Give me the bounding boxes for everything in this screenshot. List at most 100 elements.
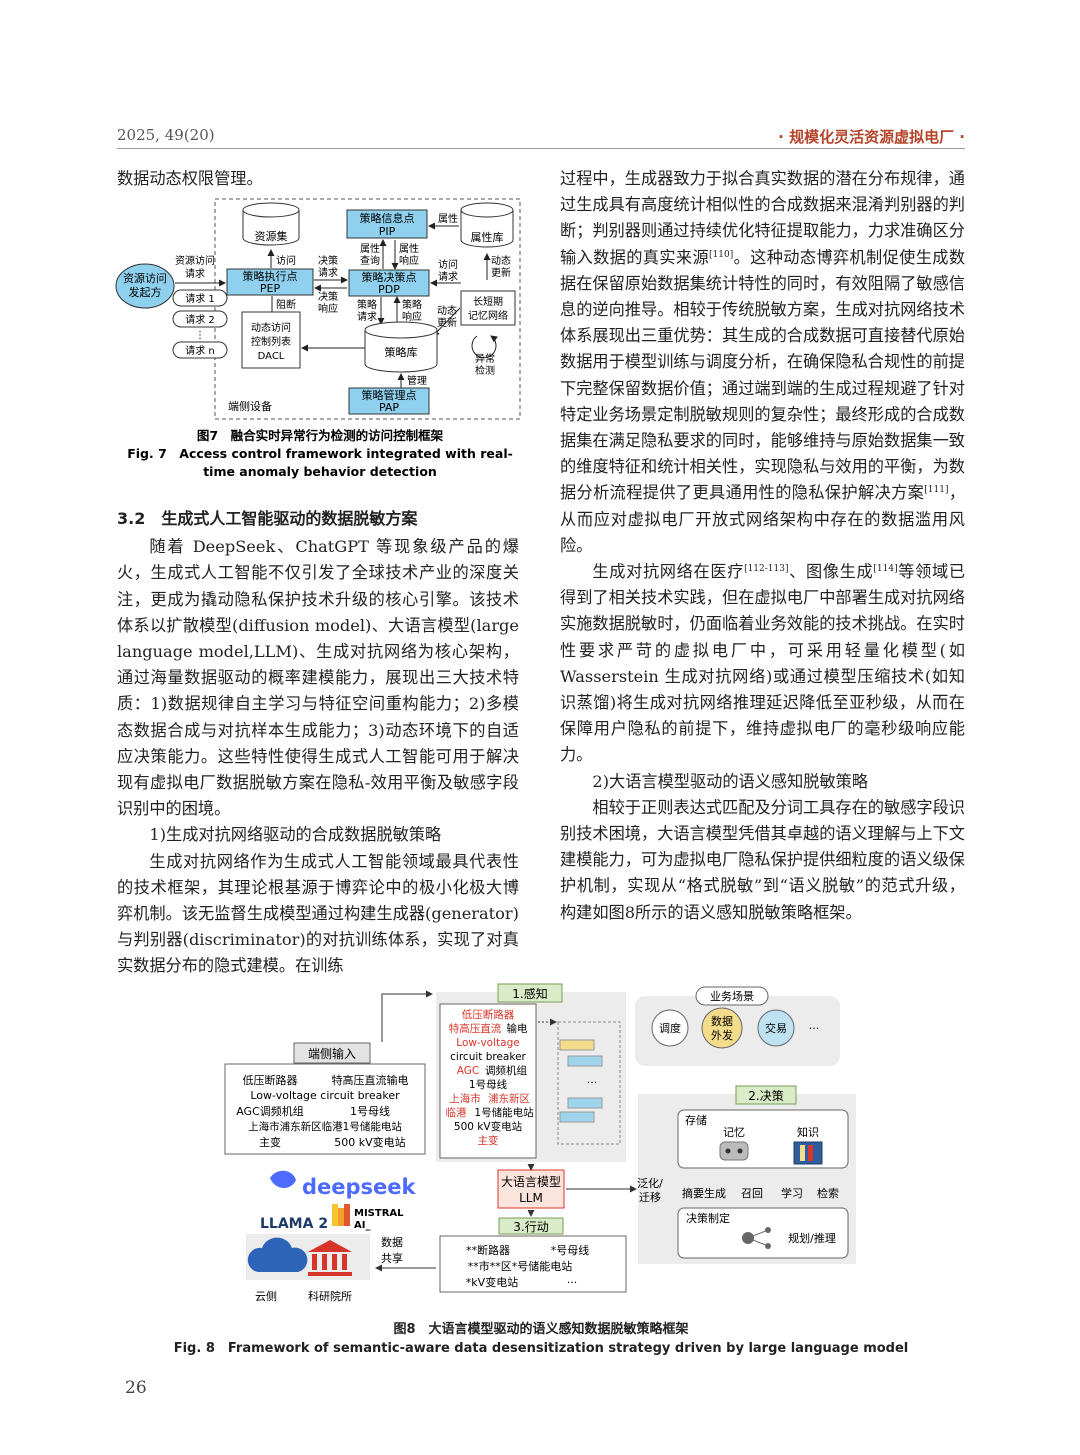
scene-data-out-label-2: 外发 <box>711 1028 733 1042</box>
policy-resp-label-1: 策略 <box>402 298 422 311</box>
llama-logo: LLAMA 2 <box>260 1216 328 1232</box>
dacl-label-3: DACL <box>258 351 285 362</box>
fig7-caption-en-2: time anomaly behavior detection <box>203 464 437 479</box>
action-box <box>439 1235 627 1293</box>
resource-set-label: 资源集 <box>255 229 288 243</box>
pap-label: 策略管理点 <box>362 388 417 402</box>
retrieve-label: 检索 <box>817 1186 839 1200</box>
token-embeddings: ··· <box>557 1021 621 1145</box>
initiator-node <box>115 263 175 309</box>
deepseek-wordmark: deepseek <box>302 1175 417 1199</box>
attr-arrow-label: 属性 <box>438 212 458 225</box>
llama-wordmark: LLAMA 2 <box>260 1216 328 1232</box>
dacl-box <box>241 311 301 369</box>
action-line3b: ··· <box>567 1276 578 1289</box>
edge-device-label: 端侧设备 <box>228 399 272 413</box>
dyn-update-label-1: 动态 <box>491 254 511 267</box>
right-p1-part-b: 。这种动态博弈机制促使生成数据在保留原始数据集统计特性的同时，有效阻隔了敏感信息… <box>560 247 966 503</box>
citation-111[interactable]: [111] <box>924 485 949 496</box>
right-paragraph-3: 2)大语言模型驱动的语义感知脱敏策略 <box>592 771 869 791</box>
policy-db-label: 策略库 <box>385 345 418 359</box>
decision-req-label-1: 决策 <box>318 254 338 267</box>
dacl-label-2: 控制列表 <box>251 335 291 348</box>
right-p2-part-a: 生成对抗网络在医疗 <box>592 562 745 582</box>
input-line5b: 500 kV变电站 <box>334 1135 405 1149</box>
request-2-label: 请求 2 <box>185 313 215 326</box>
lstm-box <box>460 290 516 326</box>
left-column-body: 3.2 生成式人工智能驱动的数据脱敏方案 随着 DeepSeek、ChatGPT… <box>117 506 519 980</box>
pep-abbr: PEP <box>260 282 281 295</box>
right-p1-part-c: ，从而应对虚拟电厂开放式网络架构中存在的数据滥用风险。 <box>560 483 966 555</box>
mistral-logo: MISTRAL AI_ <box>332 1204 404 1231</box>
knowledge-label: 知识 <box>797 1125 819 1139</box>
memory-label: 记忆 <box>723 1126 745 1139</box>
recall-label: 召回 <box>741 1187 763 1200</box>
access-req-label-2: 请求 <box>438 270 458 283</box>
perception-line8b: 1号储能电站 <box>474 1106 534 1119</box>
input-line4: 上海市浦东新区临港1号储能电站 <box>248 1120 402 1133</box>
llm-label-1: 大语言模型 <box>501 1175 561 1189</box>
storage-label: 存储 <box>685 1113 707 1127</box>
share-label-2: 共享 <box>381 1251 403 1265</box>
institute-icon <box>308 1240 352 1276</box>
share-label-1: 数据 <box>381 1235 403 1249</box>
network-icon <box>742 1227 771 1249</box>
fig7-caption-en-1: Fig. 7 Access control framework integrat… <box>127 446 513 461</box>
generalize-label-2: 迁移 <box>639 1191 661 1204</box>
policy-req-label-1: 策略 <box>357 298 377 311</box>
attr-resp-label-1: 属性 <box>399 242 419 255</box>
action-line3a: *kV变电站 <box>466 1275 518 1289</box>
decision-tag <box>735 1085 797 1105</box>
block-label: 阻断 <box>276 298 296 311</box>
request-n-label: 请求 n <box>185 344 215 357</box>
pip-abbr: PIP <box>379 225 396 238</box>
figure-8: 端侧输入 低压断路器 特高压直流输电 Low-voltage circuit b… <box>224 983 856 1303</box>
perception-line4: circuit breaker <box>450 1051 526 1063</box>
perception-line5b: 调频机组 <box>485 1064 527 1077</box>
request-1 <box>172 289 228 307</box>
action-line1b: *号母线 <box>551 1243 590 1257</box>
summarize-label: 摘要生成 <box>682 1186 726 1200</box>
input-line2: Low-voltage circuit breaker <box>250 1089 400 1102</box>
learn-label: 学习 <box>781 1186 803 1200</box>
mistral-wordmark-2: AI_ <box>354 1220 370 1231</box>
action-line1a: **断路器 <box>466 1243 510 1257</box>
input-line1a: 低压断路器 <box>243 1073 298 1087</box>
res-req-label-2: 请求 <box>185 267 205 280</box>
perception-tag <box>497 983 563 1003</box>
left-column-top: 数据动态权限管理。 <box>117 166 519 192</box>
cloud-icon <box>247 1237 308 1272</box>
anomaly-label-1: 异常 <box>475 352 495 365</box>
attr-query-label-1: 属性 <box>360 242 380 255</box>
dacl-label-1: 动态访问 <box>251 321 291 334</box>
scene-data-out <box>701 1007 743 1049</box>
llm-label-2: LLM <box>519 1191 543 1205</box>
perception-line7a: 上海市 <box>449 1092 481 1105</box>
scene-dispatch <box>651 1009 689 1047</box>
initiator-label-2: 发起方 <box>129 285 162 299</box>
request-n <box>172 341 228 359</box>
perception-text-box <box>439 1003 537 1159</box>
citation-110[interactable]: [110] <box>709 249 734 260</box>
right-paragraph-2: 生成对抗网络在医疗[112-113]、图像生成[114]等领域已得到了相关技术实… <box>560 559 965 769</box>
lstm-label-2: 记忆网络 <box>468 309 508 322</box>
resource-set-db: 资源集 <box>242 202 300 246</box>
attr-query-label-2: 查询 <box>360 254 380 267</box>
citation-114[interactable]: [114] <box>873 564 898 575</box>
attribute-db: 属性库 <box>460 202 514 248</box>
pap-abbr: PAP <box>379 401 399 414</box>
input-line1b: 特高压直流输电 <box>332 1073 409 1087</box>
policy-resp-label-2: 响应 <box>402 310 422 323</box>
request-2 <box>172 310 228 328</box>
scene-dispatch-label: 调度 <box>659 1021 681 1035</box>
action-line2: **市**区*号储能电站 <box>468 1259 573 1273</box>
perception-line1: 低压断路器 <box>462 1008 515 1021</box>
left-paragraph-0: 数据动态权限管理。 <box>117 169 263 188</box>
pdp-label: 策略决策点 <box>362 270 417 284</box>
access-req-label-1: 访问 <box>438 258 458 271</box>
left-paragraph-2: 1)生成对抗网络驱动的合成数据脱敏策略 <box>149 825 442 845</box>
scene-trade <box>757 1009 795 1047</box>
lstm-label-1: 长短期 <box>473 295 503 308</box>
citation-112-113[interactable]: [112-113] <box>744 564 789 575</box>
decision-req-label-2: 请求 <box>318 266 338 279</box>
